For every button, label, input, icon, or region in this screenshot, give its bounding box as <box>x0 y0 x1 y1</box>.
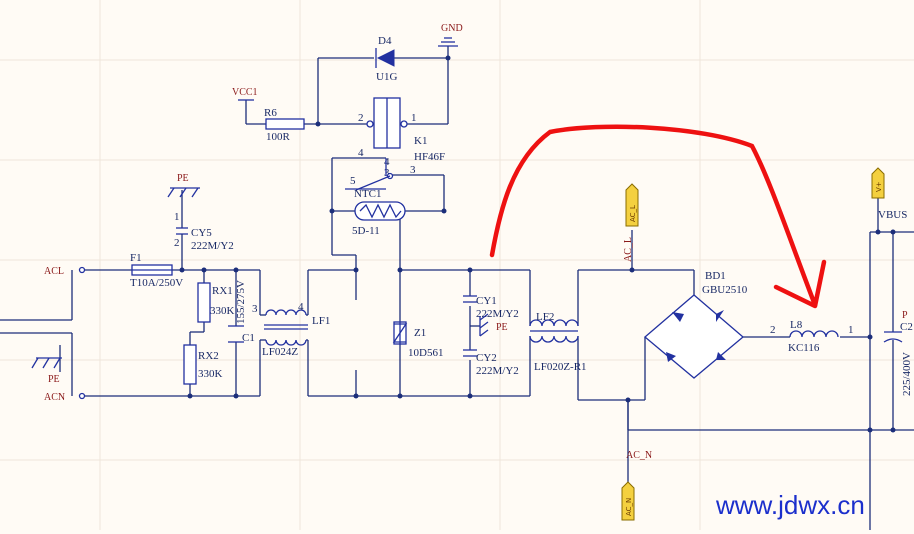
svg-text:222M/Y2: 222M/Y2 <box>476 365 519 377</box>
svg-text:Z1: Z1 <box>414 327 426 339</box>
svg-text:5D-11: 5D-11 <box>352 225 380 237</box>
cy2-capacitor: CY2 222M/Y2 <box>463 349 519 377</box>
svg-text:3: 3 <box>252 303 258 315</box>
svg-text:5: 5 <box>350 175 356 187</box>
svg-text:CY2: CY2 <box>476 352 497 364</box>
svg-text:LF1: LF1 <box>312 315 330 327</box>
svg-text:LF2: LF2 <box>536 311 554 323</box>
pe-top-symbol: PE <box>167 173 200 198</box>
svg-text:RX1: RX1 <box>212 285 233 297</box>
k1-relay: 2 1 4 4 3 3 5 K1 HF46F <box>345 97 445 191</box>
svg-text:GND: GND <box>441 23 463 34</box>
svg-text:155/275V: 155/275V <box>235 280 247 324</box>
svg-text:P: P <box>902 310 908 321</box>
vbus-label: VBUS <box>878 209 907 221</box>
wires <box>0 46 914 530</box>
svg-text:LF020Z-R1: LF020Z-R1 <box>534 361 587 373</box>
svg-text:222M/Y2: 222M/Y2 <box>476 308 519 320</box>
r6-resistor: R6 100R <box>264 107 305 143</box>
svg-text:K1: K1 <box>414 135 427 147</box>
svg-text:AC_L: AC_L <box>623 237 634 262</box>
pe-left-symbol: PE <box>31 345 62 385</box>
ac-l-netflag: AC_L AC_L <box>623 183 639 262</box>
svg-text:ACN: ACN <box>44 392 65 403</box>
z1-varistor: Z1 10D561 <box>392 321 443 359</box>
annotation-arrow <box>489 124 827 309</box>
vplus-netflag: V+ <box>871 167 885 199</box>
svg-text:BD1: BD1 <box>705 270 726 282</box>
svg-text:330K: 330K <box>210 305 235 317</box>
svg-text:AC_L: AC_L <box>629 205 637 222</box>
svg-text:U1G: U1G <box>376 71 397 83</box>
watermark: www.jdwx.cn <box>715 490 865 520</box>
pe-mid-symbol: PE <box>470 313 508 337</box>
svg-text:4: 4 <box>298 301 304 313</box>
svg-text:VBUS: VBUS <box>878 209 907 221</box>
cy1-capacitor: CY1 222M/Y2 <box>463 295 519 320</box>
svg-text:4: 4 <box>384 156 390 168</box>
svg-text:AC_N: AC_N <box>626 450 652 461</box>
svg-text:VCC1: VCC1 <box>232 87 258 98</box>
junctions <box>179 55 896 433</box>
vcc1-symbol: VCC1 <box>232 87 258 101</box>
svg-text:3: 3 <box>410 164 416 176</box>
svg-text:RX2: RX2 <box>198 350 219 362</box>
svg-text:HF46F: HF46F <box>414 151 445 163</box>
svg-text:PE: PE <box>177 173 189 184</box>
svg-text:PE: PE <box>496 322 508 333</box>
f1-fuse: F1 T10A/250V <box>130 252 183 289</box>
svg-text:2: 2 <box>174 237 180 249</box>
ac-n-netflag: AC_N AC_N <box>621 450 652 521</box>
svg-text:1: 1 <box>174 211 180 223</box>
svg-text:1: 1 <box>411 112 417 124</box>
svg-text:CY1: CY1 <box>476 295 497 307</box>
svg-text:330K: 330K <box>198 368 223 380</box>
gnd-symbol: GND <box>438 23 463 47</box>
svg-text:KC116: KC116 <box>788 342 820 354</box>
d4-diode: D4 U1G <box>375 35 397 83</box>
bd1-bridge: BD1 GBU2510 <box>643 270 748 379</box>
svg-text:L8: L8 <box>790 319 803 331</box>
svg-text:D4: D4 <box>378 35 392 47</box>
svg-text:GBU2510: GBU2510 <box>702 284 748 296</box>
svg-text:R6: R6 <box>264 107 277 119</box>
ntc1-thermistor: NTC1 5D-11 <box>352 188 406 237</box>
svg-text:222M/Y2: 222M/Y2 <box>191 240 234 252</box>
svg-text:PE: PE <box>48 374 60 385</box>
svg-text:225/400V: 225/400V <box>901 352 913 396</box>
svg-text:NTC1: NTC1 <box>354 188 382 200</box>
svg-text:2: 2 <box>770 324 776 336</box>
svg-text:LF024Z: LF024Z <box>262 346 298 358</box>
svg-text:C2: C2 <box>900 321 913 333</box>
cy5-capacitor: 1 2 CY5 222M/Y2 <box>174 211 234 252</box>
svg-text:CY5: CY5 <box>191 227 212 239</box>
c2-capacitor: C2 P 225/400V <box>883 310 913 396</box>
svg-text:10D561: 10D561 <box>408 347 443 359</box>
l8-inductor: 2 1 L8 KC116 <box>770 319 854 354</box>
lf1-choke: LF1 LF024Z 3 4 <box>252 301 330 358</box>
svg-text:F1: F1 <box>130 252 142 264</box>
svg-text:ACL: ACL <box>44 266 64 277</box>
rx1-resistor: RX1 330K <box>197 282 235 323</box>
svg-text:T10A/250V: T10A/250V <box>130 277 183 289</box>
svg-text:4: 4 <box>358 147 364 159</box>
svg-text:AC_N: AC_N <box>625 498 633 516</box>
svg-text:C1: C1 <box>242 332 255 344</box>
c1-capacitor: C1 155/275V <box>228 280 255 344</box>
svg-text:V+: V+ <box>875 181 883 192</box>
svg-text:100R: 100R <box>266 131 291 143</box>
lf2-choke: LF2 LF020Z-R1 <box>529 311 587 373</box>
svg-text:2: 2 <box>358 112 364 124</box>
svg-text:1: 1 <box>848 324 854 336</box>
svg-text:3: 3 <box>384 167 390 179</box>
acl-port: ACL <box>44 266 86 277</box>
rx2-resistor: RX2 330K <box>183 344 223 385</box>
acn-port: ACN <box>44 392 86 403</box>
